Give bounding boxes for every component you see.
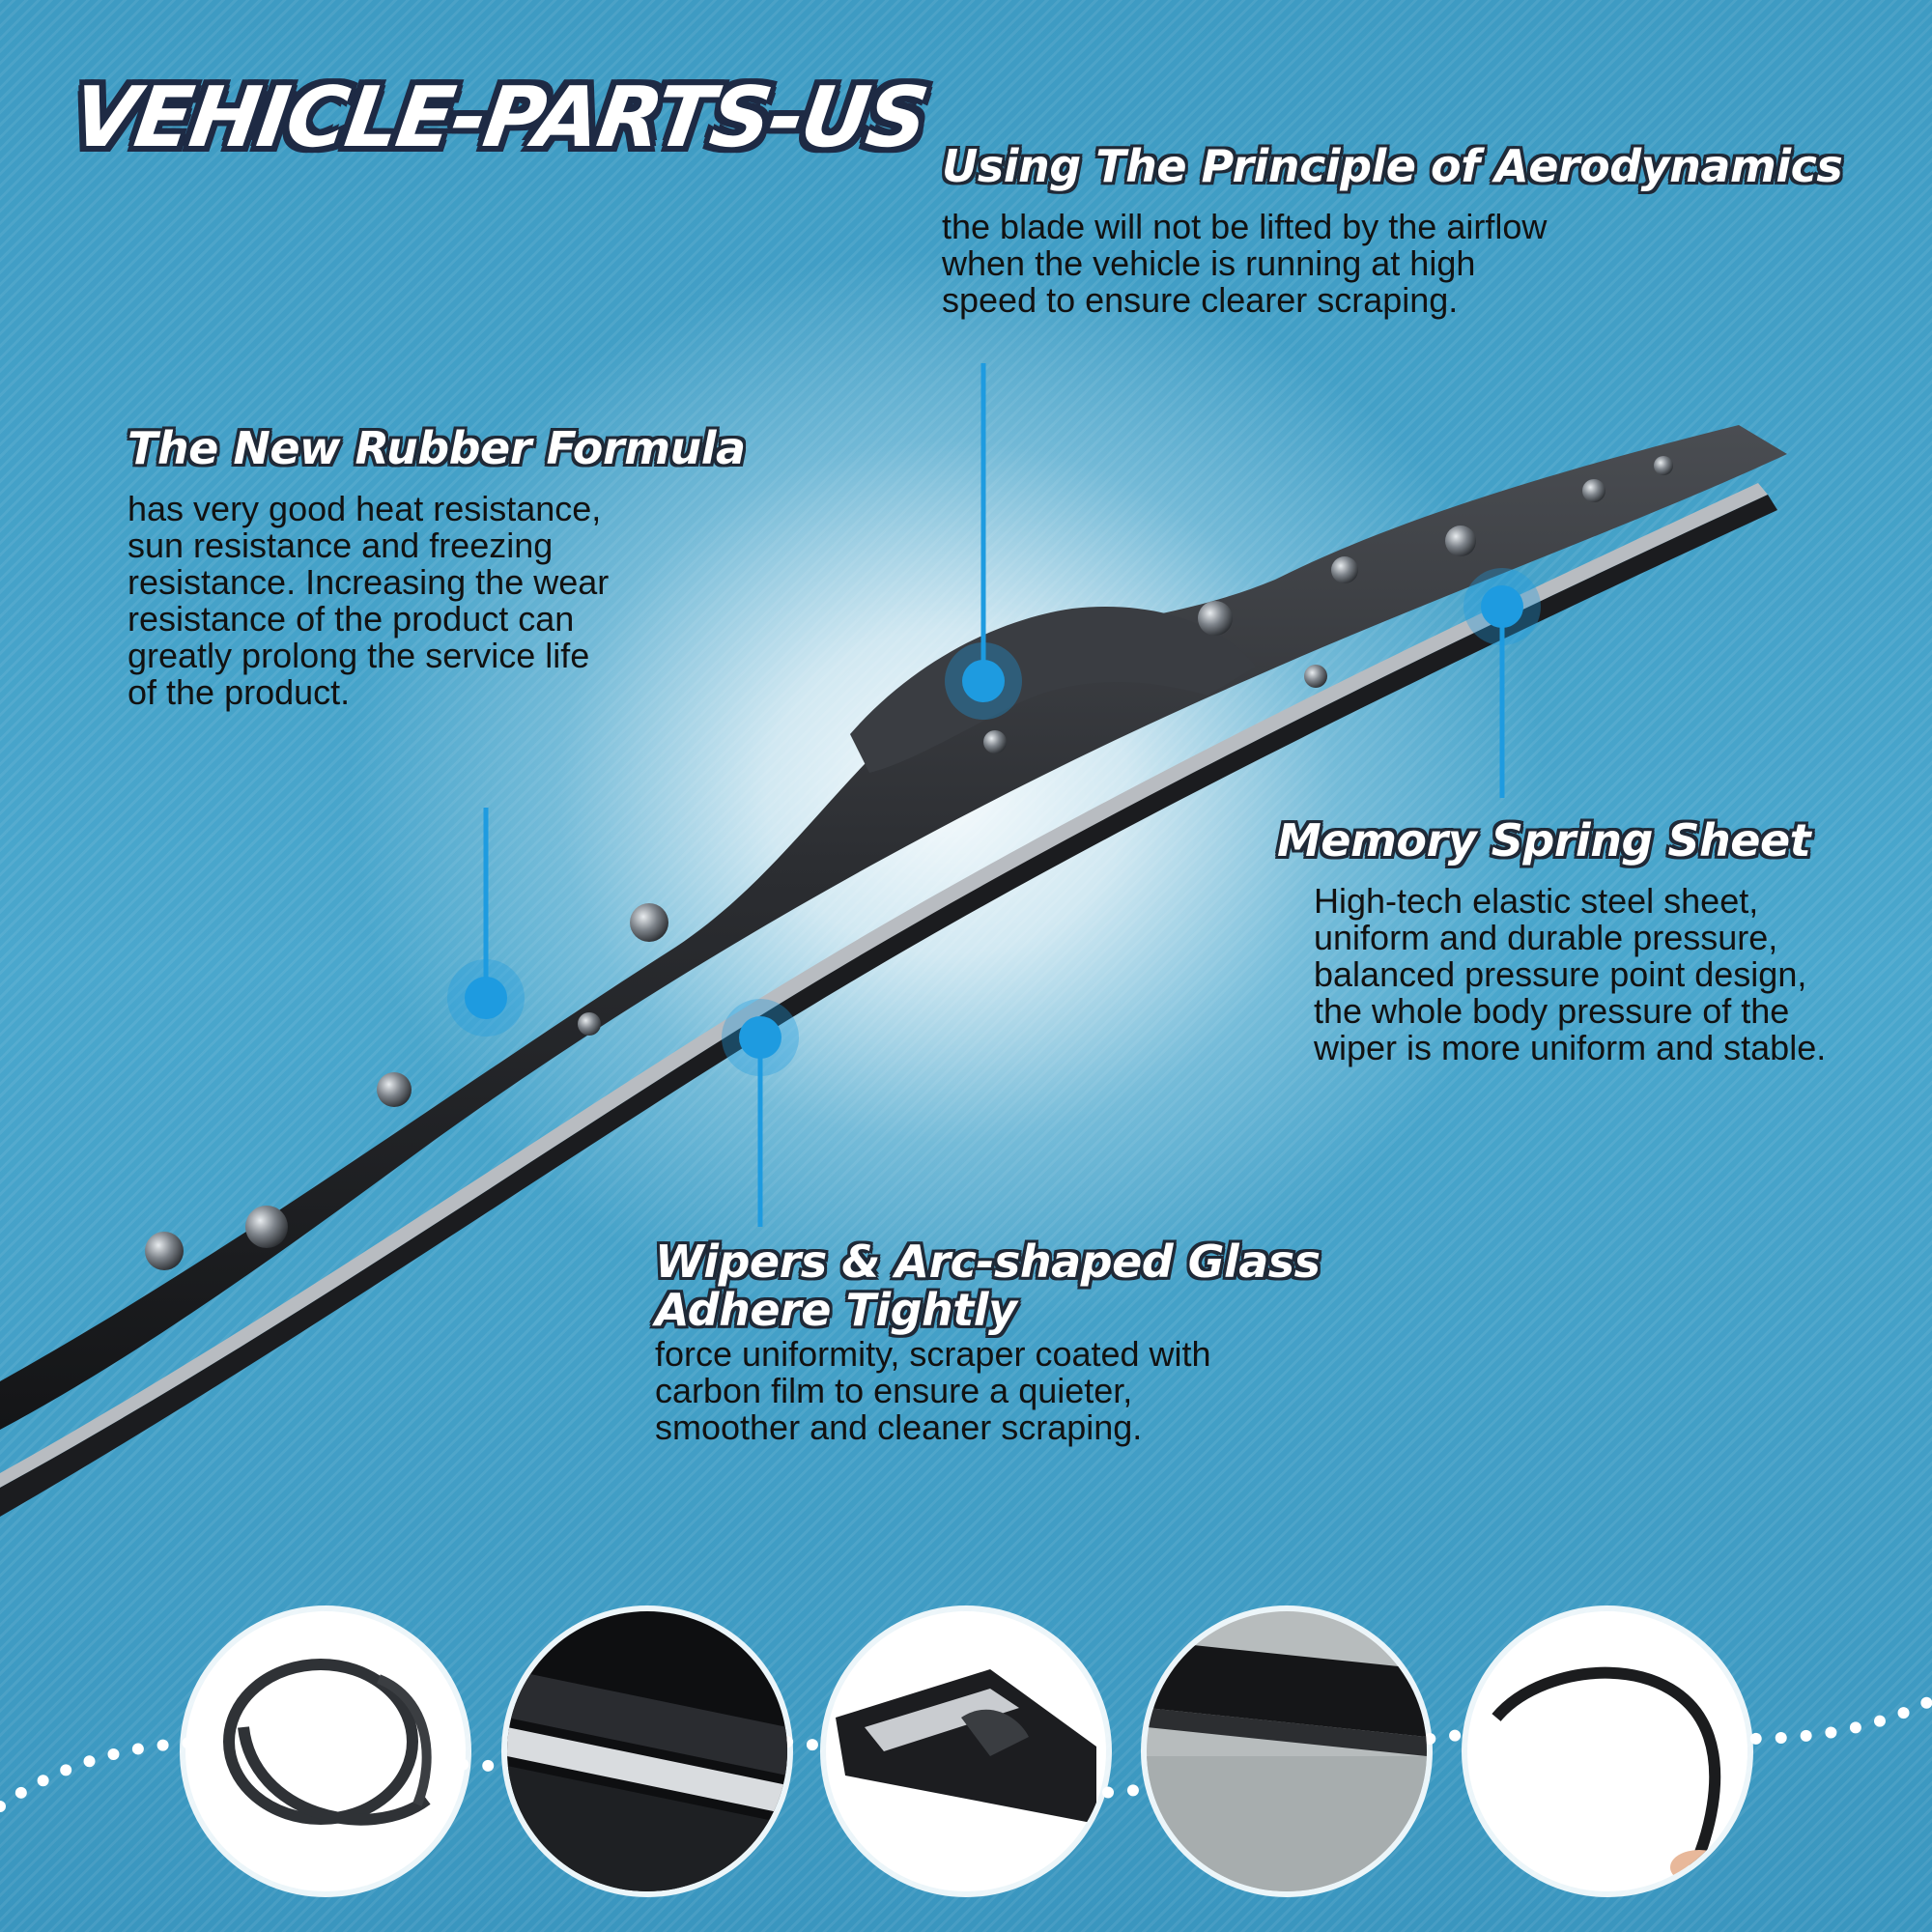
connector-end-icon bbox=[836, 1669, 1096, 1824]
description-line: the blade will not be lifted by the airf… bbox=[942, 206, 1548, 246]
feature-memory-spring: Memory Spring Sheet High-tech elastic st… bbox=[1277, 814, 1827, 1067]
description-line: uniform and durable pressure, bbox=[1314, 917, 1778, 957]
description-line: the whole body pressure of the bbox=[1314, 990, 1790, 1031]
description-line: carbon film to ensure a quieter, bbox=[655, 1371, 1133, 1411]
feature-description: the blade will not be lifted by the airf… bbox=[942, 206, 1842, 320]
description-line: has very good heat resistance, bbox=[128, 488, 602, 528]
thumb-rubber-edge bbox=[1147, 1611, 1427, 1891]
marker-aerodynamics bbox=[945, 642, 1022, 720]
feature-description: has very good heat resistance, sun resis… bbox=[128, 488, 746, 712]
rubber-refill-coil-icon bbox=[223, 1659, 432, 1826]
thumb-flexible-blade bbox=[1467, 1611, 1747, 1891]
description-line: when the vehicle is running at high bbox=[942, 242, 1476, 283]
marker-lines bbox=[483, 363, 1505, 1227]
feature-aerodynamics: Using The Principle of Aerodynamics the … bbox=[942, 140, 1843, 320]
flexible-blade-bend-icon bbox=[1492, 1666, 1728, 1885]
marker-wipers bbox=[722, 999, 799, 1076]
description-line: of the product. bbox=[128, 671, 351, 712]
feature-description: force uniformity, scraper coated with ca… bbox=[655, 1336, 1321, 1446]
title-line: Adhere Tightly bbox=[655, 1283, 1017, 1336]
rubber-edge-closeup-icon bbox=[1147, 1611, 1427, 1891]
steel-strip-closeup-icon bbox=[507, 1611, 787, 1891]
feature-title: The New Rubber Formula bbox=[128, 422, 746, 474]
description-line: balanced pressure point design, bbox=[1314, 953, 1807, 994]
description-line: force uniformity, scraper coated with bbox=[655, 1334, 1211, 1375]
thumb-rubber-refill bbox=[185, 1611, 466, 1891]
feature-title: Wipers & Arc-shaped Glass Adhere Tightly bbox=[655, 1236, 1321, 1336]
description-line: sun resistance and freezing bbox=[128, 525, 554, 565]
water-droplets bbox=[145, 456, 1673, 1270]
description-line: resistance. Increasing the wear bbox=[128, 561, 610, 602]
description-line: High-tech elastic steel sheet, bbox=[1314, 880, 1759, 921]
description-line: speed to ensure clearer scraping. bbox=[942, 279, 1459, 320]
description-line: greatly prolong the service life bbox=[128, 635, 590, 675]
blade-body bbox=[0, 425, 1787, 1430]
feature-rubber-formula: The New Rubber Formula has very good hea… bbox=[128, 422, 746, 712]
thumb-connector-end bbox=[826, 1611, 1106, 1891]
title-line: Wipers & Arc-shaped Glass bbox=[655, 1236, 1321, 1288]
feature-title: Using The Principle of Aerodynamics bbox=[942, 140, 1843, 192]
feature-title: Memory Spring Sheet bbox=[1277, 814, 1811, 867]
description-line: wiper is more uniform and stable. bbox=[1314, 1027, 1827, 1067]
description-line: resistance of the product can bbox=[128, 598, 575, 639]
feature-wipers-adhere: Wipers & Arc-shaped Glass Adhere Tightly… bbox=[655, 1236, 1321, 1446]
blade-spoiler bbox=[850, 607, 1256, 773]
thumb-steel-strip bbox=[507, 1611, 787, 1891]
marker-spring bbox=[1463, 568, 1541, 645]
description-line: smoother and cleaner scraping. bbox=[655, 1407, 1143, 1448]
marker-rubber bbox=[447, 959, 525, 1037]
feature-description: High-tech elastic steel sheet, uniform a… bbox=[1314, 880, 1827, 1067]
